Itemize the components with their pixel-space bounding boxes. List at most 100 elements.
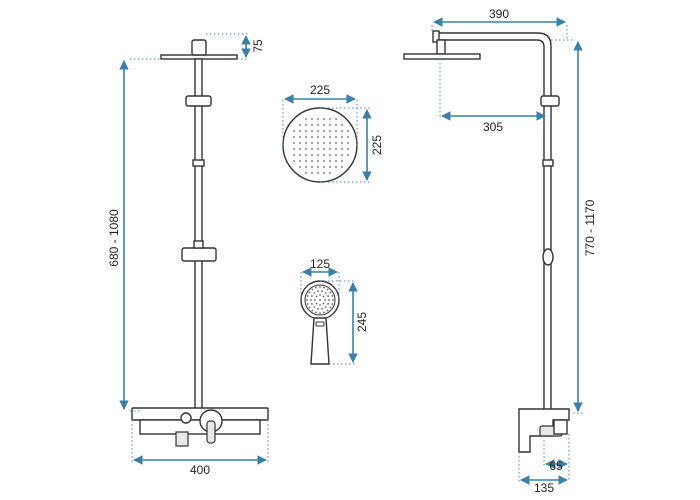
rain-nozzle [299,124,301,126]
rain-nozzle [299,166,301,168]
rain-nozzle [341,136,343,138]
rain-nozzle [317,136,319,138]
dim-label-base-width: 400 [190,463,210,477]
rain-nozzle [317,172,319,174]
rain-nozzle [305,166,307,168]
rain-nozzle [317,160,319,162]
hand-nozzle [323,286,325,289]
side-view: 390 305 770 - 1170 65 135 [403,7,597,495]
rain-nozzle [335,124,337,126]
rain-nozzle [347,130,349,132]
hand-nozzle [322,302,325,305]
rain-nozzle [335,166,337,168]
rain-nozzle [329,124,331,126]
rain-nozzle [323,166,325,168]
rain-nozzle [323,136,325,138]
rain-nozzle [311,148,313,150]
rain-nozzle [347,154,349,156]
side-shower-arm [435,32,552,412]
rain-nozzle [317,148,319,150]
hand-nozzle [313,306,316,308]
hand-nozzle [321,290,323,293]
rain-nozzle [317,166,319,168]
hand-nozzle [311,309,314,312]
rain-head-disc [282,107,358,183]
hand-nozzle [306,299,308,301]
rain-nozzle [293,148,295,150]
dim-label-rain-width: 225 [310,83,330,97]
hand-nozzle [329,291,332,294]
rain-nozzle [323,154,325,156]
dim-label-side-width: 390 [489,7,509,21]
rain-nozzle [293,130,295,132]
rain-nozzle [299,160,301,162]
dim-label-front-height: 680 - 1080 [107,209,121,267]
rain-nozzle [293,142,295,144]
rain-nozzle [317,124,319,126]
hand-nozzle [331,303,334,305]
hand-nozzle [327,295,330,297]
hand-nozzle [315,286,317,289]
dim-label-arm-reach: 305 [483,120,503,134]
rain-nozzle [305,160,307,162]
hand-nozzle [327,303,330,305]
front-mixer-lever [206,420,216,444]
front-diverter [175,431,189,447]
rain-nozzle [335,154,337,156]
rain-nozzle [341,130,343,132]
side-upper-holder [540,95,560,107]
rain-head-nozzles [293,118,349,174]
rain-nozzle [299,154,301,156]
side-mid-joint [542,159,554,167]
front-shelf-holder [181,247,217,262]
hand-nozzle [322,295,325,298]
rain-nozzle [335,118,337,120]
rain-nozzle [335,136,337,138]
hand-nozzle [324,306,327,308]
rain-nozzle [311,160,313,162]
rain-nozzle [329,136,331,138]
rain-nozzle [299,142,301,144]
rain-nozzle [311,130,313,132]
front-upper-holder [185,95,212,107]
rain-nozzle [317,142,319,144]
rain-nozzle [329,166,331,168]
rain-nozzle [305,142,307,144]
rain-nozzle [323,118,325,120]
hand-shower-nozzles [306,286,334,314]
rain-nozzle [293,154,295,156]
hand-nozzle [332,299,334,301]
rain-nozzle [329,172,331,174]
side-rain-head [403,53,481,60]
hand-nozzle [308,291,311,294]
rain-nozzle [347,136,349,138]
rain-nozzle [299,136,301,138]
rain-nozzle [311,136,313,138]
hand-nozzle [315,295,318,298]
hand-nozzle [315,311,317,314]
hand-nozzle [319,286,321,288]
hand-nozzle [319,299,321,301]
front-head-connector [191,39,207,56]
hand-nozzle [319,294,321,296]
rain-nozzle [341,154,343,156]
hand-nozzle [326,309,329,312]
hand-nozzle [306,303,309,305]
dim-label-hand-width: 125 [310,257,330,271]
rain-nozzle [305,118,307,120]
rain-nozzle [329,160,331,162]
rain-nozzle [341,160,343,162]
rain-nozzle [311,142,313,144]
rain-nozzle [329,142,331,144]
hand-nozzle [331,295,334,297]
rain-nozzle [299,130,301,132]
rain-nozzle [323,142,325,144]
rain-nozzle [293,160,295,162]
rain-nozzle [317,130,319,132]
rain-nozzle [305,124,307,126]
rain-nozzle [305,148,307,150]
dim-label-side-height: 770 - 1170 [583,199,597,256]
side-slider-knob [542,248,554,266]
rain-nozzle [305,130,307,132]
